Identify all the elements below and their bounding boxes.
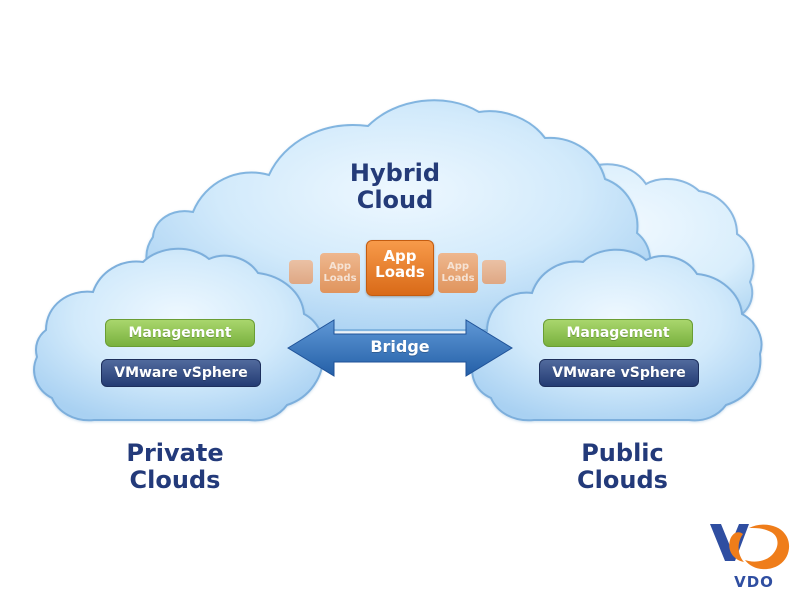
vdo-logo-icon (710, 524, 790, 570)
app-loads-small-left-line1: App (328, 261, 352, 272)
public-clouds-title: Public Clouds (545, 440, 700, 494)
public-title-line1: Public (581, 439, 664, 467)
private-title-line1: Private (126, 439, 224, 467)
app-loads-small-right-line1: App (446, 261, 470, 272)
app-load-tiny-left (289, 260, 313, 284)
app-loads-main-line1: App (383, 247, 417, 265)
app-loads-small-right-line2: Loads (441, 272, 475, 284)
vdo-logo-text: VDO (734, 573, 774, 591)
private-management-bar: Management (105, 319, 255, 347)
app-loads-small-left: App Loads (320, 253, 360, 293)
private-clouds-title: Private Clouds (95, 440, 255, 494)
app-loads-main: App Loads (366, 240, 434, 296)
public-management-bar: Management (543, 319, 693, 347)
bridge-label: Bridge (370, 337, 430, 356)
private-vsphere-bar: VMware vSphere (101, 359, 261, 387)
bridge-arrow (287, 319, 513, 377)
app-load-tiny-right (482, 260, 506, 284)
app-loads-small-right: App Loads (438, 253, 478, 293)
public-vsphere-bar: VMware vSphere (539, 359, 699, 387)
hybrid-title-line1: Hybrid (349, 159, 441, 187)
app-loads-small-left-line2: Loads (323, 272, 357, 284)
private-title-line2: Clouds (129, 465, 221, 494)
hybrid-title-line2: Cloud (356, 185, 434, 214)
public-title-line2: Clouds (577, 465, 668, 494)
hybrid-cloud-title: Hybrid Cloud (310, 160, 480, 214)
app-loads-main-line2: Loads (375, 263, 425, 282)
